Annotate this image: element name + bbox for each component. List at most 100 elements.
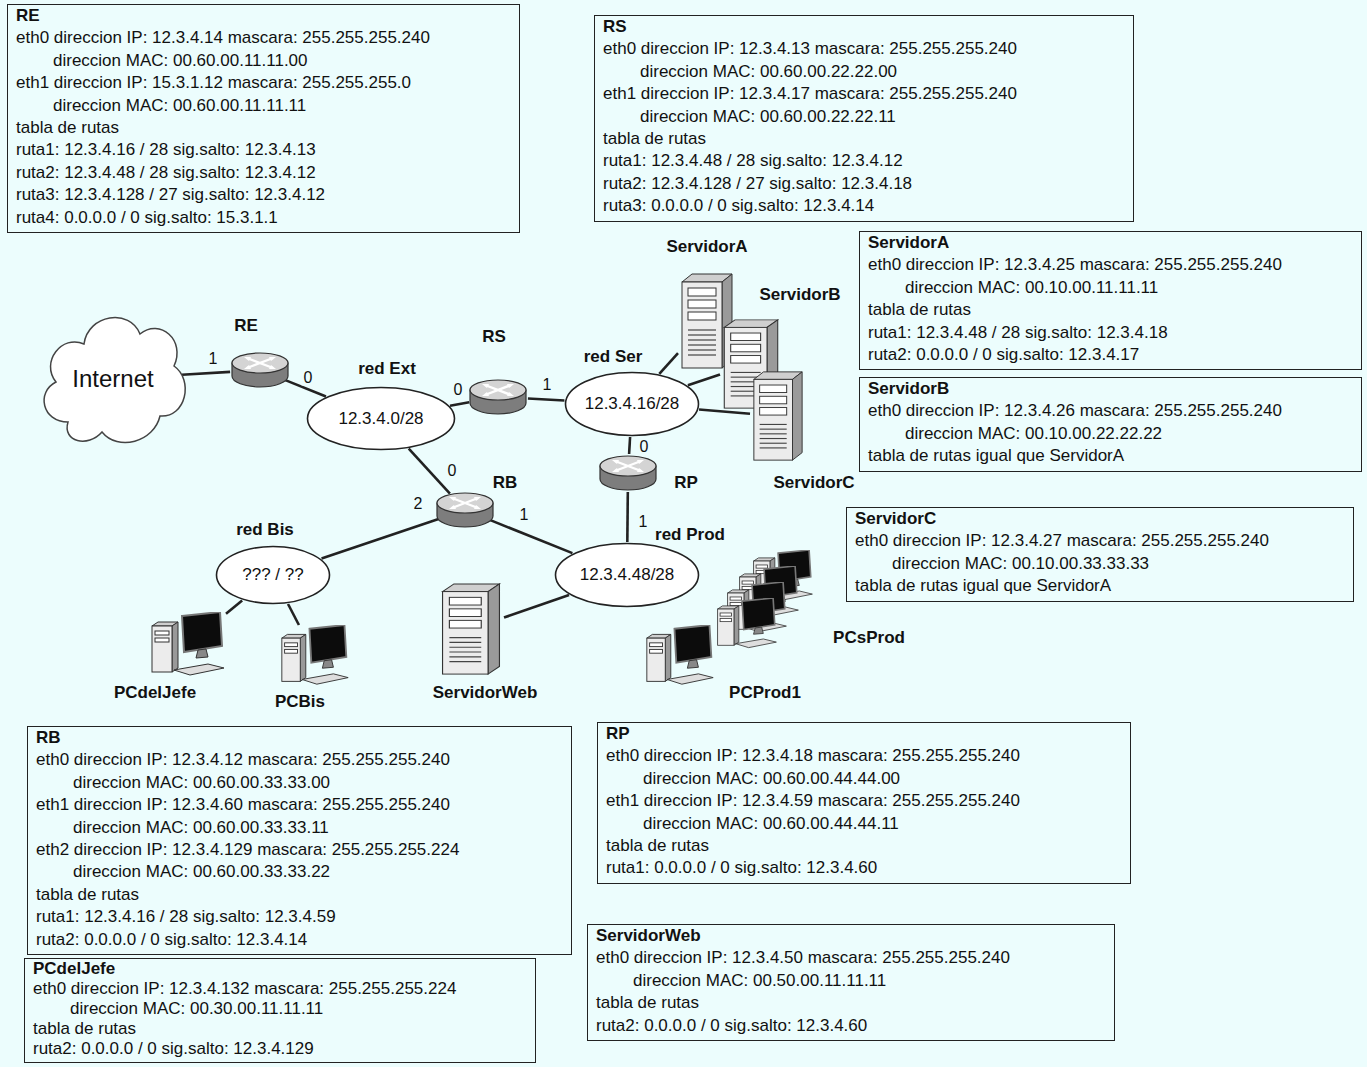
box-line: direccion MAC: 00.60.00.11.11.11 <box>16 95 509 117</box>
network-link <box>322 519 439 559</box>
box-line: eth0 direccion IP: 12.3.4.50 mascara: 25… <box>596 947 1104 969</box>
router-name: RE <box>234 316 258 336</box>
port-number: 0 <box>302 369 315 386</box>
box-line: eth0 direccion IP: 12.3.4.12 mascara: 25… <box>36 749 561 771</box>
network-ellipse: red Ext12.3.4.0/28 <box>306 386 456 451</box>
box-line: ruta1: 0.0.0.0 / 0 sig.salto: 12.3.4.60 <box>606 857 1120 879</box>
box-line: ruta4: 0.0.0.0 / 0 sig.salto: 15.3.1.1 <box>16 207 509 229</box>
box-line: tabla de rutas igual que ServidorA <box>868 445 1351 467</box>
port-number: 0 <box>446 462 459 479</box>
box-line: direccion MAC: 00.60.00.11.11.00 <box>16 50 509 72</box>
network-link <box>528 399 564 401</box>
host-icon: PCsProd <box>715 550 815 650</box>
network-link <box>450 402 469 406</box>
box-heading: RE <box>16 5 509 27</box>
box-heading: ServidorC <box>855 508 1343 530</box>
network-link <box>504 595 569 618</box>
box-heading: RP <box>606 723 1120 745</box>
box-line: tabla de rutas <box>36 884 561 906</box>
info-box: ServidorAeth0 direccion IP: 12.3.4.25 ma… <box>859 231 1362 370</box>
cloud-label: Internet <box>72 365 153 393</box>
host-name: ServidorB <box>759 285 840 305</box>
router-name: RP <box>674 473 698 493</box>
info-box: ServidorWebeth0 direccion IP: 12.3.4.50 … <box>587 924 1115 1041</box>
box-line: ruta3: 0.0.0.0 / 0 sig.salto: 12.3.4.14 <box>603 195 1123 217</box>
info-box: PCdelJefeeth0 direccion IP: 12.3.4.132 m… <box>24 958 536 1063</box>
box-line: direccion MAC: 00.60.00.33.33.11 <box>36 817 561 839</box>
box-line: eth1 direccion IP: 12.3.4.17 mascara: 25… <box>603 83 1123 105</box>
network-link <box>490 520 572 553</box>
host-icon: ServidorA <box>678 272 736 370</box>
box-line: ruta2: 0.0.0.0 / 0 sig.salto: 12.3.4.129 <box>33 1039 525 1059</box>
network-address: 12.3.4.0/28 <box>338 409 423 429</box>
network-link <box>288 604 299 625</box>
ellipse-shape <box>308 388 455 450</box>
box-line: ruta1: 12.3.4.16 / 28 sig.salto: 12.3.4.… <box>36 906 561 928</box>
box-line: eth0 direccion IP: 12.3.4.13 mascara: 25… <box>603 38 1123 60</box>
host-icon: ServidorC <box>750 370 806 462</box>
box-heading: RS <box>603 16 1123 38</box>
network-ellipse: red Prod12.3.4.48/28 <box>554 542 700 608</box>
router-symbol <box>470 380 526 414</box>
box-line: tabla de rutas <box>16 117 509 139</box>
host-name: PCsProd <box>833 628 905 648</box>
internet-cloud: Internet <box>38 300 188 458</box>
router-name: RS <box>482 327 506 347</box>
network-name: red Ext <box>358 359 416 379</box>
host-name: PCdelJefe <box>114 683 196 703</box>
info-box: REeth0 direccion IP: 12.3.4.14 mascara: … <box>7 4 520 233</box>
host-name: PCProd1 <box>729 683 801 703</box>
port-number: 1 <box>518 506 531 523</box>
network-ellipse: red Bis??? / ?? <box>215 545 331 605</box>
box-line: direccion MAC: 00.50.00.11.11.11 <box>596 970 1104 992</box>
info-box: RSeth0 direccion IP: 12.3.4.13 mascara: … <box>594 15 1134 222</box>
host-name: ServidorWeb <box>433 683 538 703</box>
box-line: tabla de rutas <box>868 299 1351 321</box>
network-address: 12.3.4.16/28 <box>585 394 680 414</box>
box-heading: RB <box>36 727 561 749</box>
box-line: eth0 direccion IP: 12.3.4.27 mascara: 25… <box>855 530 1343 552</box>
box-line: tabla de rutas <box>606 835 1120 857</box>
router-name: RB <box>493 473 518 493</box>
host-icon: PCProd1 <box>645 625 715 687</box>
box-line: direccion MAC: 00.60.00.44.44.00 <box>606 768 1120 790</box>
network-ellipse: red Ser12.3.4.16/28 <box>564 371 700 437</box>
network-address: 12.3.4.48/28 <box>580 565 675 585</box>
box-line: eth2 direccion IP: 12.3.4.129 mascara: 2… <box>36 839 561 861</box>
box-line: direccion MAC: 00.30.00.11.11.11 <box>33 999 525 1019</box>
box-heading: ServidorB <box>868 378 1351 400</box>
box-line: ruta3: 12.3.4.128 / 27 sig.salto: 12.3.4… <box>16 184 509 206</box>
box-line: eth0 direccion IP: 12.3.4.26 mascara: 25… <box>868 400 1351 422</box>
box-line: ruta2: 12.3.4.128 / 27 sig.salto: 12.3.4… <box>603 173 1123 195</box>
router-symbol <box>600 456 656 490</box>
port-number: 1 <box>207 350 220 367</box>
server-symbol <box>754 372 802 460</box>
box-line: direccion MAC: 00.60.00.44.44.11 <box>606 813 1120 835</box>
box-line: direccion MAC: 00.60.00.33.33.22 <box>36 861 561 883</box>
box-line: ruta1: 12.3.4.48 / 28 sig.salto: 12.3.4.… <box>868 322 1351 344</box>
host-icon: ServidorB <box>720 318 782 410</box>
network-name: red Bis <box>236 520 294 540</box>
network-link <box>409 449 450 494</box>
box-line: tabla de rutas <box>596 992 1104 1014</box>
network-name: red Prod <box>655 525 725 545</box>
port-number: 1 <box>541 376 554 393</box>
router: RB <box>435 491 495 529</box>
router-symbol <box>232 353 288 387</box>
box-line: eth1 direccion IP: 12.3.4.59 mascara: 25… <box>606 790 1120 812</box>
box-line: tabla de rutas <box>33 1019 525 1039</box>
host-name: PCBis <box>275 692 325 712</box>
network-link <box>688 374 720 385</box>
box-line: eth0 direccion IP: 12.3.4.132 mascara: 2… <box>33 979 525 999</box>
ellipse-shape <box>217 547 330 604</box>
network-address: ??? / ?? <box>242 565 303 585</box>
box-line: ruta2: 0.0.0.0 / 0 sig.salto: 12.3.4.14 <box>36 929 561 951</box>
server-symbol <box>443 584 500 674</box>
box-line: direccion MAC: 00.10.00.11.11.11 <box>868 277 1351 299</box>
box-line: eth1 direccion IP: 12.3.4.60 mascara: 25… <box>36 794 561 816</box>
pc-symbol <box>718 598 777 648</box>
pc-symbol <box>282 625 348 684</box>
info-box: RPeth0 direccion IP: 12.3.4.18 mascara: … <box>597 722 1131 884</box>
box-heading: ServidorA <box>868 232 1351 254</box>
